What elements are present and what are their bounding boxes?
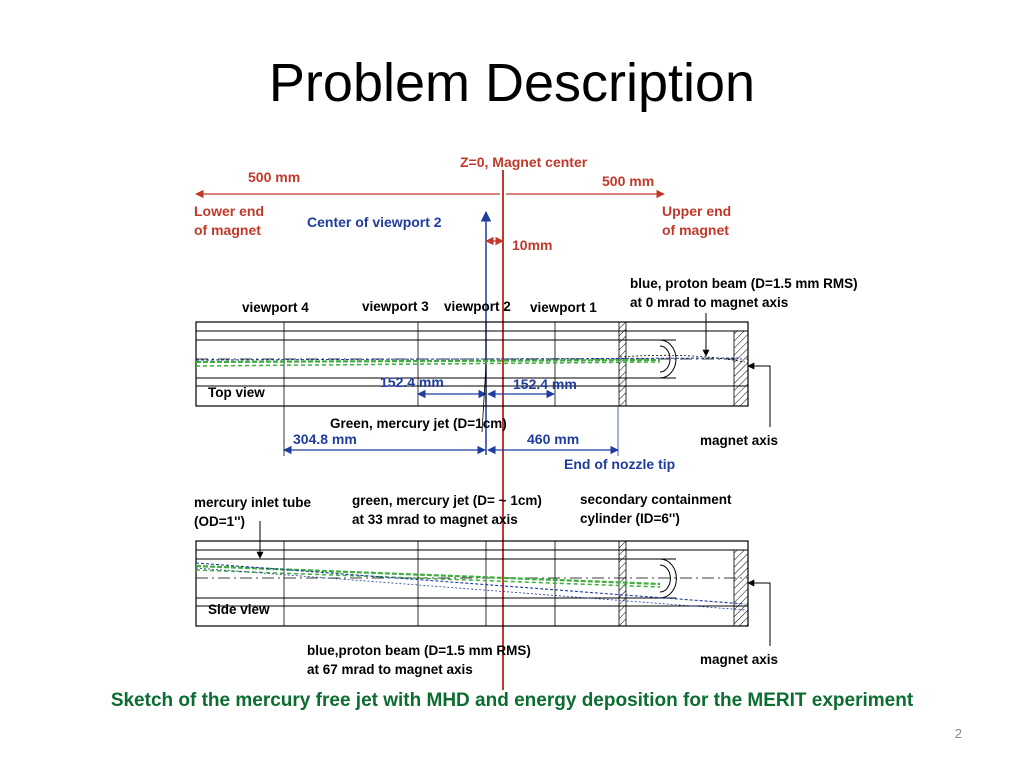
dim-460-label: 460 mm	[527, 431, 579, 447]
page-number: 2	[954, 726, 962, 741]
side-view-label: Side view	[208, 602, 270, 617]
center-viewport2-label: Center of viewport 2	[307, 214, 442, 230]
slide-caption: Sketch of the mercury free jet with MHD …	[110, 690, 914, 711]
left-500-label: 500 mm	[248, 169, 300, 185]
magnet-axis-top-label: magnet axis	[700, 433, 778, 448]
dim-152-right-label: 152.4 mm	[513, 376, 577, 392]
viewport-3-label: viewport 3	[362, 299, 429, 314]
right-500-label: 500 mm	[602, 173, 654, 189]
offset-10mm-label: 10mm	[512, 237, 552, 253]
dim-304-label: 304.8 mm	[293, 431, 357, 447]
proton-beam-top-label: blue, proton beam (D=1.5 mm RMS) at 0 mr…	[630, 276, 861, 310]
viewport-4-label: viewport 4	[242, 300, 309, 315]
green-jet-top-pointer	[481, 364, 487, 433]
proton-beam-side-label: blue,proton beam (D=1.5 mm RMS) at 67 mr…	[307, 643, 535, 677]
viewport-2-label: viewport 2	[444, 299, 511, 314]
secondary-cyl-label: secondary containment cylinder (ID=6'')	[580, 492, 735, 526]
magnet-axis-top-pointer	[747, 362, 771, 427]
end-nozzle-label: End of nozzle tip	[564, 456, 675, 472]
side-view-drawing	[195, 540, 749, 627]
dim-152-left-label: 152.4 mm	[380, 374, 444, 390]
z0-label: Z=0, Magnet center	[460, 154, 588, 170]
magnet-axis-side-label: magnet axis	[700, 652, 778, 667]
inlet-tube-label: mercury inlet tube (OD=1'')	[194, 495, 315, 529]
lower-end-label: Lower end of magnet	[194, 203, 268, 238]
viewport-1-label: viewport 1	[530, 300, 597, 315]
green-jet-top-label: Green, mercury jet (D=1cm)	[330, 416, 507, 431]
top-view-label: Top view	[208, 385, 265, 400]
slide-title: Problem Description	[268, 53, 756, 113]
green-jet-side-label: green, mercury jet (D= ~ 1cm) at 33 mrad…	[352, 493, 546, 527]
upper-end-label: Upper end of magnet	[662, 203, 735, 238]
magnet-axis-side-pointer	[747, 579, 771, 646]
